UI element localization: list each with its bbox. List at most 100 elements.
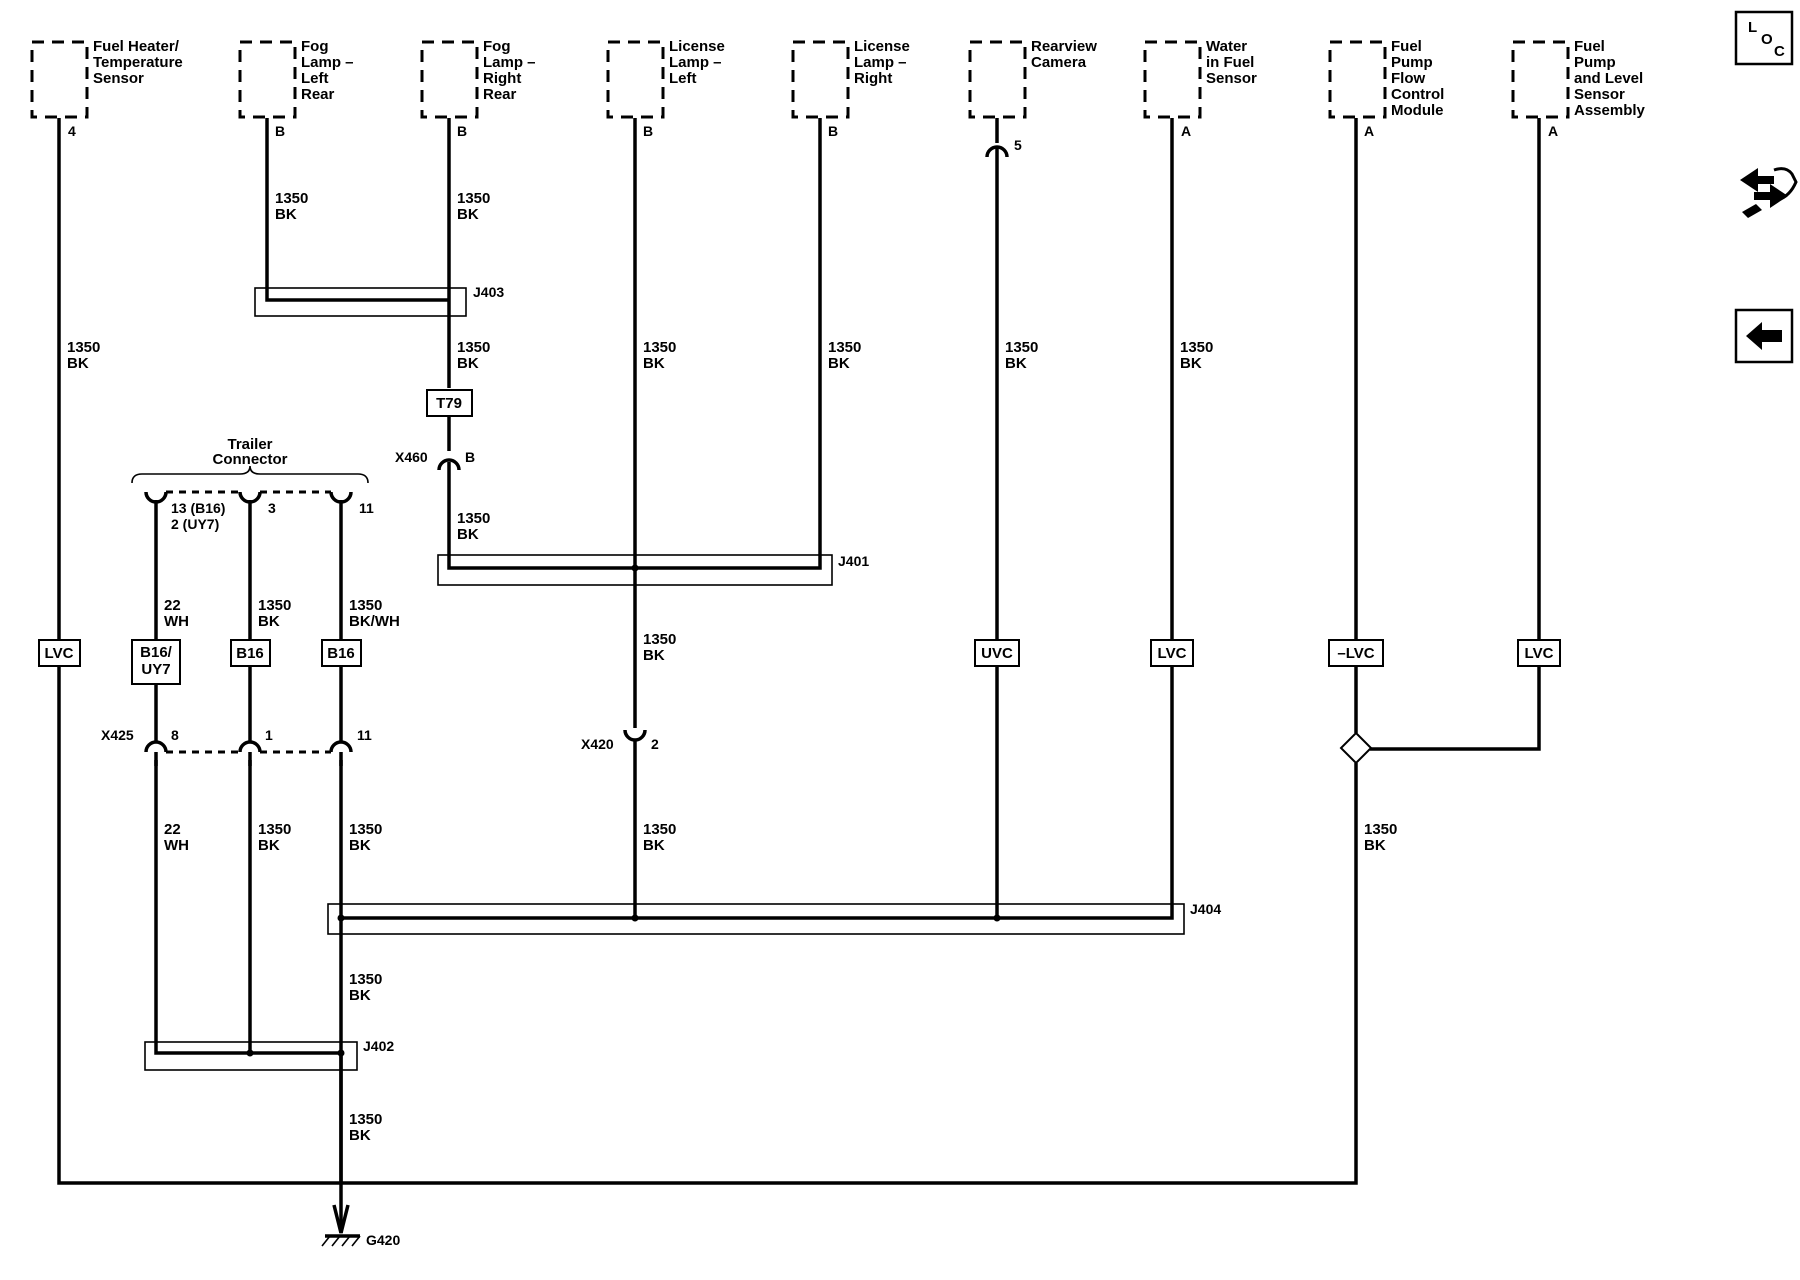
svg-text:1: 1: [265, 727, 273, 743]
connector-x425: X425 8 1 11: [101, 727, 372, 766]
tag-b16-a: B16: [230, 639, 271, 667]
svg-text:X425: X425: [101, 727, 134, 743]
wire-fuel-pump-level: [1370, 118, 1541, 751]
connector-camera-5: 5: [985, 137, 1022, 163]
back-arrow-icon[interactable]: [1734, 308, 1794, 364]
svg-text:LVC: LVC: [1525, 645, 1554, 662]
svg-text:B16: B16: [327, 645, 355, 662]
svg-text:13 (B16)2 (UY7): 13 (B16)2 (UY7): [171, 500, 225, 532]
tag-b16-b: B16: [321, 639, 362, 667]
splice-j404: J404: [327, 901, 1221, 935]
loc-icon[interactable]: L O C: [1734, 10, 1794, 66]
svg-text:J403: J403: [473, 284, 504, 300]
svg-text:B16/UY7: B16/UY7: [140, 644, 173, 678]
svg-text:C: C: [1774, 43, 1785, 60]
splice-j403: J403: [254, 284, 504, 317]
splice-j402: J402: [144, 1038, 394, 1071]
wire-fuel-pump-common: [341, 763, 1358, 1185]
svg-text:J404: J404: [1190, 901, 1221, 917]
svg-text:–LVC: –LVC: [1337, 645, 1374, 662]
svg-text:2: 2: [651, 736, 659, 752]
svg-text:UVC: UVC: [981, 645, 1013, 662]
tag-lvc-fuel-level: LVC: [1517, 639, 1561, 667]
tag-t79: T79: [426, 389, 473, 417]
svg-text:3: 3: [268, 500, 276, 516]
svg-text:J402: J402: [363, 1038, 394, 1054]
pin-label: B: [828, 123, 838, 139]
wire-fuel-heater: [57, 118, 340, 1185]
svg-text:J401: J401: [838, 553, 869, 569]
pin-label: B: [643, 123, 653, 139]
splice-j401: J401: [437, 553, 869, 586]
pin-label: B: [275, 123, 285, 139]
svg-text:LVC: LVC: [1158, 645, 1187, 662]
tag-lvc-water: LVC: [1150, 639, 1194, 667]
pin-label: A: [1364, 123, 1374, 139]
svg-text:X420: X420: [581, 736, 614, 752]
svg-text:8: 8: [171, 727, 179, 743]
tag-uvc: UVC: [974, 639, 1020, 667]
connector-swap-icon[interactable]: [1740, 167, 1798, 218]
wire-water-in-fuel: [339, 118, 1174, 1183]
svg-text:11: 11: [359, 500, 374, 516]
pin-label: A: [1181, 123, 1191, 139]
svg-text:11: 11: [357, 727, 372, 743]
wires: [57, 118, 1541, 1233]
svg-text:X460: X460: [395, 449, 428, 465]
svg-text:5: 5: [1014, 137, 1022, 153]
svg-text:G420: G420: [366, 1232, 400, 1248]
svg-text:LVC: LVC: [45, 645, 74, 662]
pin-label: B: [457, 123, 467, 139]
tag-b16-uy7: B16/UY7: [131, 639, 181, 685]
tag-neg-lvc: –LVC: [1328, 639, 1384, 667]
connector-x460: X460 B: [395, 449, 475, 480]
svg-text:B16: B16: [236, 645, 264, 662]
ground-g420: G420: [321, 1204, 400, 1248]
tag-lvc-fuel-heater: LVC: [38, 639, 81, 667]
pin-label: A: [1548, 123, 1558, 139]
svg-text:O: O: [1761, 31, 1773, 48]
wire-j402-bus: [154, 1046, 341, 1055]
svg-text:L: L: [1748, 19, 1757, 36]
svg-text:B: B: [465, 449, 475, 465]
